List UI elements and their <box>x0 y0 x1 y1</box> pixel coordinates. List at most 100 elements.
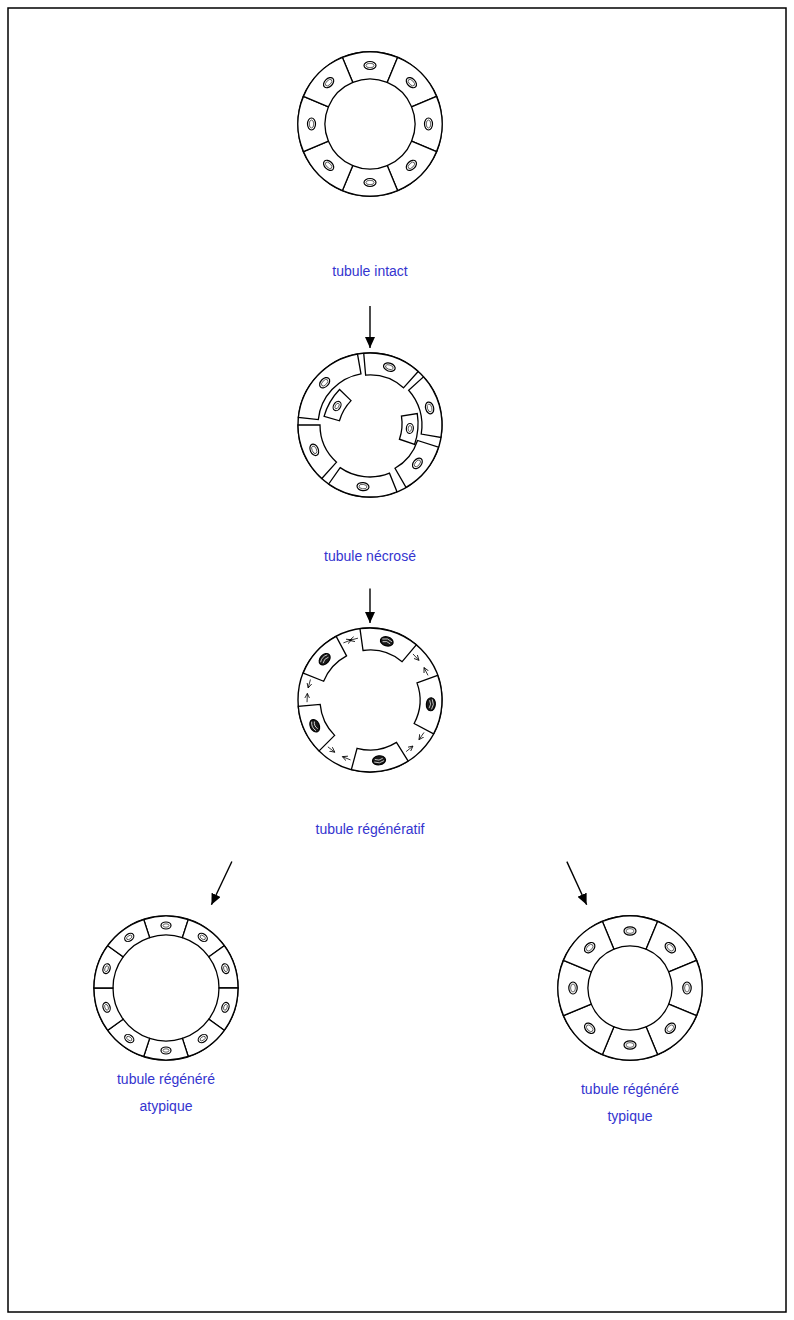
detached-cell-body <box>399 414 418 445</box>
cell-nucleus <box>624 1041 636 1049</box>
stage-label: tubule nécrosé <box>295 547 445 565</box>
nucleus-outline <box>357 482 370 491</box>
cell-nucleus <box>379 635 394 647</box>
epithelial-cell <box>144 916 188 938</box>
cell-nucleus <box>197 932 209 944</box>
cell-nucleus <box>582 940 596 954</box>
nucleus-outline <box>322 76 336 90</box>
detached-cell <box>324 390 351 421</box>
nucleus-inner <box>309 120 313 128</box>
cell-nucleus <box>406 423 414 434</box>
nucleus-inner <box>104 965 109 972</box>
epithelial-cell <box>414 675 442 733</box>
nucleus-outline <box>406 423 414 434</box>
cell-nucleus <box>404 158 418 172</box>
epithelial-cell <box>94 988 123 1030</box>
nucleus-inner <box>320 378 329 387</box>
mitotic-figure <box>429 699 434 709</box>
tubule-drawing <box>558 916 702 1060</box>
nucleus-outline <box>123 932 135 944</box>
epithelial-cell <box>395 440 438 487</box>
nucleus-outline <box>197 1033 209 1045</box>
mitotic-figure <box>319 654 329 664</box>
nucleus-inner <box>104 1004 109 1011</box>
stage-label: tubule régénéré typique <box>563 1076 698 1130</box>
epithelial-cell <box>303 636 346 681</box>
nucleus-outline <box>404 76 418 90</box>
migration-arrow <box>307 693 308 702</box>
tubule-node: tubule régénératif <box>170 624 570 838</box>
cell-nucleus <box>683 982 691 994</box>
nucleus-outline <box>317 651 332 667</box>
nucleus-inner <box>666 943 675 952</box>
migration-arrow <box>406 746 413 752</box>
nucleus-outline <box>569 982 577 994</box>
nucleus-inner <box>408 425 412 431</box>
nucleus-outline <box>364 62 376 70</box>
nucleus-outline <box>161 922 171 929</box>
tubule-drawing <box>298 52 442 196</box>
mitotic-figure <box>382 638 393 645</box>
nucleus-inner <box>366 63 374 67</box>
mitotic-figure <box>374 758 384 763</box>
cell-nucleus <box>663 1021 677 1035</box>
migration-arrow <box>419 732 424 739</box>
nucleus-inner <box>685 984 690 992</box>
nucleus-outline <box>411 456 425 470</box>
nucleus-outline <box>624 927 636 935</box>
tubule-illustration <box>295 624 445 776</box>
tubule-drawing <box>298 628 442 772</box>
cell-nucleus <box>582 1021 596 1035</box>
nucleus-outline <box>582 1021 596 1035</box>
nucleus-outline <box>102 1001 112 1013</box>
cell-nucleus <box>322 76 336 90</box>
nucleus-outline <box>663 940 677 954</box>
cell-nucleus <box>425 118 433 130</box>
nucleus-inner <box>426 120 430 128</box>
basement-membrane <box>558 916 702 1060</box>
detached-cell <box>399 414 418 445</box>
nucleus-inner <box>666 1024 675 1033</box>
migration-arrow <box>349 638 357 640</box>
nucleus-inner <box>163 1049 169 1052</box>
cell-nucleus <box>221 963 231 975</box>
nucleus-outline <box>424 401 435 415</box>
cell-nucleus <box>322 158 336 172</box>
nucleus-inner <box>385 364 394 371</box>
nucleus-outline <box>364 179 376 187</box>
migration-arrow <box>308 679 310 687</box>
migration-arrow <box>342 757 350 760</box>
cell-nucleus <box>317 651 332 667</box>
epithelial-cell <box>303 57 352 106</box>
nucleus-inner <box>126 1035 133 1041</box>
nucleus-outline <box>379 635 394 647</box>
migration-arrow <box>413 654 419 660</box>
nucleus-inner <box>199 1035 206 1041</box>
nucleus-inner <box>407 78 416 87</box>
tubule-node: tubule nécrosé <box>295 349 445 565</box>
cell-nucleus <box>197 1033 209 1045</box>
nucleus-outline <box>683 982 691 994</box>
basement-membrane <box>298 628 442 772</box>
cell-nucleus <box>318 376 332 390</box>
nucleus-outline <box>624 1041 636 1049</box>
nucleus-inner <box>324 161 333 170</box>
stage-label: tubule régénéré atypique <box>99 1066 234 1120</box>
nucleus-inner <box>585 1024 594 1033</box>
epithelial-cell <box>209 946 238 988</box>
nucleus-inner <box>626 1043 634 1048</box>
nucleus-inner <box>426 403 432 412</box>
nucleus-outline <box>197 932 209 944</box>
stage-arrow <box>369 306 370 348</box>
migration-arrow <box>424 668 428 676</box>
nucleus-outline <box>318 376 332 390</box>
epithelial-cell <box>298 704 334 751</box>
detached-cell-body <box>324 390 351 421</box>
basement-membrane <box>94 916 238 1060</box>
basement-membrane <box>298 353 442 497</box>
cell-nucleus <box>308 718 322 734</box>
